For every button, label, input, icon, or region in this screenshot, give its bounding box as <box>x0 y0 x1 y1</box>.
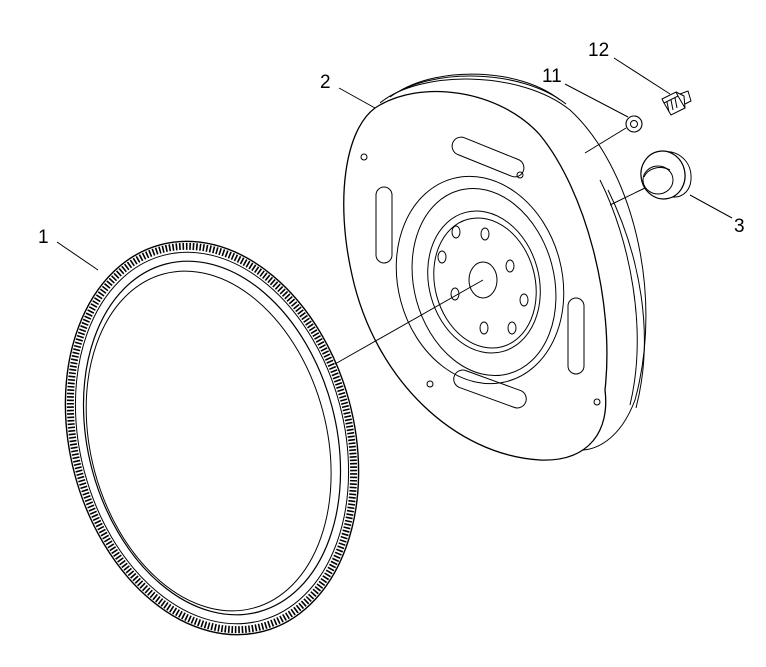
flywheel-hole-3 <box>426 380 434 388</box>
flywheel-hub-face <box>427 210 541 354</box>
leader-2 <box>338 87 376 109</box>
ring-gear-inner-edge <box>82 260 342 616</box>
leader-1 <box>56 241 99 271</box>
flywheel-hole-4 <box>593 398 601 406</box>
leader-3 <box>689 194 733 219</box>
washer-outer <box>625 115 643 133</box>
assembly-axis-line <box>334 279 484 365</box>
axis-to-washer <box>584 127 627 154</box>
flywheel <box>343 73 647 461</box>
hub-hole-7 <box>479 321 489 335</box>
washer-hole <box>630 120 638 128</box>
hub-hole-8 <box>507 321 517 335</box>
flywheel-front-face <box>343 90 608 461</box>
flywheel-slot-top <box>451 136 525 178</box>
leader-11 <box>564 83 629 118</box>
hub-hole-2 <box>480 227 490 241</box>
ring-gear-bore <box>85 270 332 612</box>
bushing-bore <box>642 165 674 195</box>
ring-gear-tooth-root <box>74 251 350 625</box>
callout-label-1: 1 <box>38 227 49 248</box>
flywheel-slot-bottom <box>453 369 527 409</box>
callout-label-12: 12 <box>588 40 609 61</box>
flywheel-slot-right <box>567 297 585 375</box>
flywheel-hole-1 <box>360 153 368 161</box>
axis-to-bushing <box>609 187 646 206</box>
hub-hole-4 <box>505 259 515 273</box>
flywheel-hub-step <box>411 187 557 377</box>
flywheel-slot-left <box>375 186 393 264</box>
flywheel-hub-outer <box>395 175 565 385</box>
callout-label-3: 3 <box>734 216 745 237</box>
hub-hole-1 <box>451 225 461 239</box>
callout-label-2: 2 <box>320 72 331 93</box>
flywheel-hub-inner <box>433 217 537 349</box>
callout-label-11: 11 <box>542 66 562 87</box>
flywheel-hole-2 <box>516 171 524 179</box>
flywheel-center-bore <box>468 261 498 299</box>
leader-12 <box>613 57 671 95</box>
washer <box>625 115 643 133</box>
ring-gear <box>64 240 360 636</box>
ring-gear-outer-edge <box>64 240 360 636</box>
hub-hole-3 <box>437 250 447 264</box>
ring-gear-teeth-band <box>66 242 358 634</box>
hub-hole-6 <box>519 293 529 307</box>
bushing <box>640 150 692 200</box>
bolt <box>661 90 692 116</box>
